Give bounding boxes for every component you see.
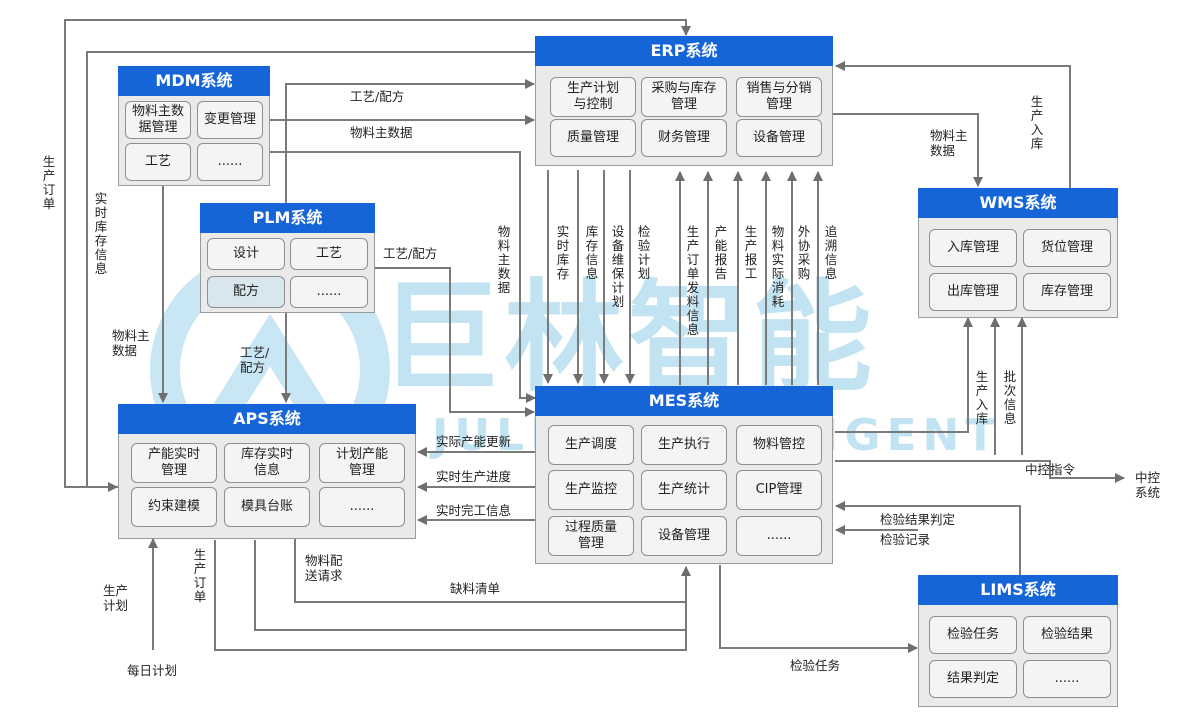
label-progress: 实时生产进度 <box>436 469 512 484</box>
label-wms-in: 生产入库 <box>1030 94 1044 151</box>
label-realtime-inventory: 实时库存信息 <box>94 191 108 276</box>
label-plan: 生产 计划 <box>103 583 129 613</box>
watermark-cn: 巨林智能 <box>380 269 876 408</box>
aps-title: APS系统 <box>118 404 416 434</box>
mes-module-equipment[interactable]: 设备管理 <box>641 516 727 556</box>
aps-module-mold-ledger[interactable]: 模具台账 <box>224 487 310 527</box>
mes-module-scheduling[interactable]: 生产调度 <box>548 425 634 465</box>
lims-title: LIMS系统 <box>918 575 1118 605</box>
label-craft-recipe-erp: 工艺/配方 <box>350 89 405 104</box>
erp-title: ERP系统 <box>535 36 833 66</box>
label-production-order: 生产订单 <box>42 154 56 211</box>
erp-module-quality[interactable]: 质量管理 <box>550 119 636 157</box>
erp-system: ERP系统 生产计划 与控制 采购与库存 管理 销售与分销 管理 质量管理 财务… <box>535 36 833 166</box>
erp-module-equipment[interactable]: 设备管理 <box>736 119 822 157</box>
label-mes-erp-2: 设备维保计划 <box>611 224 625 309</box>
label-mes-erp-1: 库存信息 <box>585 224 599 281</box>
mes-module-material-control[interactable]: 物料管控 <box>736 425 822 465</box>
mes-module-statistics[interactable]: 生产统计 <box>641 470 727 510</box>
mes-module-cip[interactable]: CIP管理 <box>736 470 822 510</box>
mes-system: MES系统 生产调度 生产执行 物料管控 生产监控 生产统计 CIP管理 过程质… <box>535 386 833 564</box>
erp-module-production-planning[interactable]: 生产计划 与控制 <box>550 77 636 117</box>
plm-system: PLM系统 设计 工艺 配方 ...... <box>200 203 375 313</box>
label-aps-order: 生产订单 <box>193 547 207 604</box>
mdm-module-material-master[interactable]: 物料主数 据管理 <box>125 101 191 139</box>
mdm-module-craft[interactable]: 工艺 <box>125 143 191 181</box>
lims-system: LIMS系统 检验任务 检验结果 结果判定 ...... <box>918 575 1118 707</box>
erp-module-sales-distribution[interactable]: 销售与分销 管理 <box>736 77 822 117</box>
label-batch-info: 批次信息 <box>1003 369 1017 426</box>
aps-module-capacity-realtime[interactable]: 产能实时 管理 <box>131 443 217 483</box>
mes-title: MES系统 <box>535 386 833 416</box>
wms-title: WMS系统 <box>918 188 1118 218</box>
label-mes-erp-4: 生产订单发料信息 <box>686 224 700 337</box>
plm-module-more[interactable]: ...... <box>290 276 368 308</box>
aps-system: APS系统 产能实时 管理 库存实时 信息 计划产能 管理 约束建模 模具台账 … <box>118 404 416 539</box>
erp-module-finance[interactable]: 财务管理 <box>641 119 727 157</box>
label-capacity-update: 实际产能更新 <box>436 434 512 449</box>
label-control-cmd: 中控指令 <box>1025 462 1076 477</box>
wms-system: WMS系统 入库管理 货位管理 出库管理 库存管理 <box>918 188 1118 318</box>
label-inspect-task: 检验任务 <box>790 658 841 673</box>
mes-module-monitoring[interactable]: 生产监控 <box>548 470 634 510</box>
mes-module-process-quality[interactable]: 过程质量 管理 <box>548 516 634 556</box>
wms-module-outbound[interactable]: 出库管理 <box>929 273 1017 311</box>
label-plm-craft-recipe: 工艺/配方 <box>383 246 438 261</box>
lims-module-inspection-result[interactable]: 检验结果 <box>1023 616 1111 654</box>
label-completion: 实时完工信息 <box>436 503 512 518</box>
label-mes-erp-8: 外协采购 <box>797 224 811 281</box>
label-shortage: 缺料清单 <box>450 581 501 596</box>
wms-module-inventory[interactable]: 库存管理 <box>1023 273 1111 311</box>
plm-module-design[interactable]: 设计 <box>207 238 285 270</box>
lims-module-inspection-task[interactable]: 检验任务 <box>929 616 1017 654</box>
mdm-module-change[interactable]: 变更管理 <box>197 101 263 139</box>
label-plm-aps-craft: 工艺/ 配方 <box>240 345 270 375</box>
aps-module-planned-capacity[interactable]: 计划产能 管理 <box>319 443 405 483</box>
plm-module-craft[interactable]: 工艺 <box>290 238 368 270</box>
aps-module-inventory-realtime[interactable]: 库存实时 信息 <box>224 443 310 483</box>
wms-module-inbound[interactable]: 入库管理 <box>929 229 1017 267</box>
label-mes-erp-0: 实时库存 <box>556 224 570 281</box>
plm-module-recipe[interactable]: 配方 <box>207 276 285 308</box>
plm-title: PLM系统 <box>200 203 375 233</box>
mdm-module-more[interactable]: ...... <box>197 143 263 181</box>
label-mes-erp-9: 追溯信息 <box>824 224 838 281</box>
label-inspect-record: 检验记录 <box>880 532 931 547</box>
mes-module-more[interactable]: ...... <box>736 516 822 556</box>
lims-module-more[interactable]: ...... <box>1023 660 1111 698</box>
lims-module-result-judgment[interactable]: 结果判定 <box>929 660 1017 698</box>
label-inspect-judge: 检验结果判定 <box>880 512 956 527</box>
aps-module-more[interactable]: ...... <box>319 487 405 527</box>
mdm-system: MDM系统 物料主数 据管理 变更管理 工艺 ...... <box>118 66 270 186</box>
wms-module-location[interactable]: 货位管理 <box>1023 229 1111 267</box>
label-material-master-erp: 物料主数据 <box>350 125 413 140</box>
label-mes-erp-6: 生产报工 <box>744 224 758 281</box>
label-delivery-request: 物料配 送请求 <box>305 553 343 583</box>
label-daily-plan: 每日计划 <box>127 663 178 678</box>
mdm-title: MDM系统 <box>118 66 270 96</box>
label-mdm-mes-material: 物料主数据 <box>497 224 511 295</box>
label-mes-erp-5: 产能报告 <box>714 224 728 281</box>
label-central-control: 中控 系统 <box>1135 470 1161 500</box>
aps-module-constraint-modeling[interactable]: 约束建模 <box>131 487 217 527</box>
label-mes-erp-3: 检验计划 <box>637 224 651 281</box>
label-mes-wms-in: 生产入库 <box>975 369 989 426</box>
label-material-master-aps: 物料主 数据 <box>112 328 150 358</box>
mes-module-execution[interactable]: 生产执行 <box>641 425 727 465</box>
erp-module-purchase-inventory[interactable]: 采购与库存 管理 <box>641 77 727 117</box>
label-mes-erp-7: 物料实际消耗 <box>771 224 785 309</box>
label-wms-material: 物料主 数据 <box>930 128 968 158</box>
